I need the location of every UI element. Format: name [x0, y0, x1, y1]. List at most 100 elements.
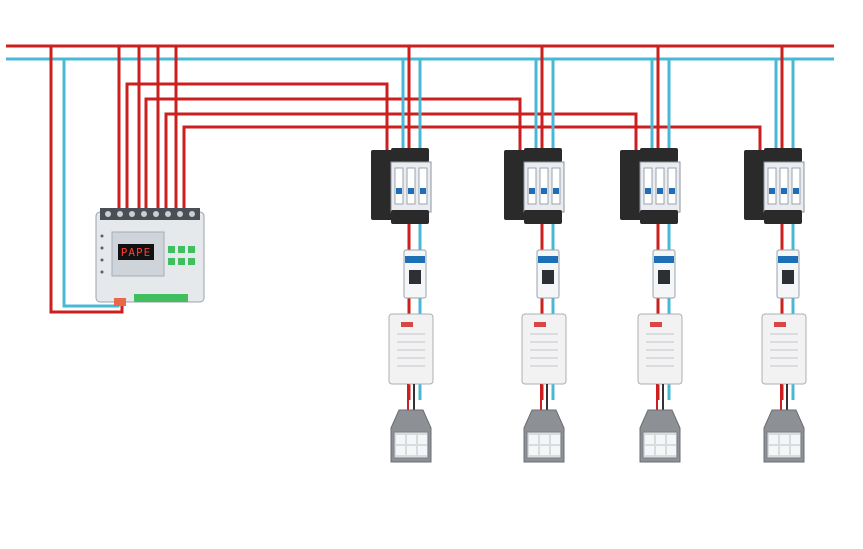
led-driver [521, 313, 567, 385]
lamp-led-cell [551, 446, 560, 455]
circuit-breaker [403, 249, 427, 299]
channel-4 [744, 46, 807, 463]
contactor-pole [406, 167, 416, 205]
contactor-pole [551, 167, 561, 205]
channel-3 [620, 46, 683, 463]
contactor-pole [767, 167, 777, 205]
lamp-led-cell [396, 446, 405, 455]
led-driver [388, 313, 434, 385]
contactor-bottom-cap [640, 210, 678, 224]
controller-display-text: PAPE [121, 246, 152, 259]
contactor-pole-marker [553, 188, 559, 194]
contactor-pole [779, 167, 789, 205]
contactor-bottom-cap [764, 210, 802, 224]
contactor-coil-block [371, 150, 393, 220]
lamp-led-cell [645, 446, 654, 455]
contactor-top-cap [391, 148, 429, 162]
led-lamp [639, 409, 681, 463]
channels [371, 46, 807, 463]
contactor-coil-block [744, 150, 766, 220]
bus-lines [6, 44, 834, 61]
contactor [371, 148, 432, 224]
lamp-led-cell [667, 446, 676, 455]
breaker-label [778, 256, 798, 263]
lamp-led-cell [791, 435, 800, 444]
breaker-toggle [658, 270, 670, 284]
circuit-breaker [776, 249, 800, 299]
contactor-pole [394, 167, 404, 205]
lamp-led-cell [551, 435, 560, 444]
controller-top-terminals [100, 208, 200, 220]
contactor-pole [667, 167, 677, 205]
circuit-breaker [652, 249, 676, 299]
lamp-led-cell [418, 435, 427, 444]
led-lamp [390, 409, 432, 463]
control-wire-1 [125, 82, 389, 210]
lamp-led-cell [780, 446, 789, 455]
contactor-pole-marker [769, 188, 775, 194]
contactor-top-cap [640, 148, 678, 162]
control-wires [125, 82, 762, 210]
breaker-label [405, 256, 425, 263]
lamp-led-cell [540, 446, 549, 455]
lamp-led-cell [769, 446, 778, 455]
controller-power-terminal [114, 298, 126, 306]
control-wire-2 [144, 97, 522, 210]
contactor-pole [643, 167, 653, 205]
channel-2 [504, 46, 567, 463]
breaker-toggle [409, 270, 421, 284]
lamp-led-cell [529, 435, 538, 444]
lamp-led-cell [656, 435, 665, 444]
contactor-pole [791, 167, 801, 205]
circuit-breaker [536, 249, 560, 299]
lamp-led-cell [407, 446, 416, 455]
lamp-led-cell [780, 435, 789, 444]
contactor-bottom-cap [524, 210, 562, 224]
contactor [504, 148, 565, 224]
contactor-coil-block [504, 150, 526, 220]
contactor-pole [655, 167, 665, 205]
controller-live-feed [49, 46, 124, 314]
contactor-pole [418, 167, 428, 205]
lamp-led-cell [407, 435, 416, 444]
contactor-pole [527, 167, 537, 205]
breaker-label [538, 256, 558, 263]
driver-brand-mark [534, 322, 546, 327]
contactor-pole-marker [657, 188, 663, 194]
led-lamp [763, 409, 805, 463]
contactor-top-cap [524, 148, 562, 162]
controller-side-dots [100, 234, 104, 274]
controller-display [118, 244, 154, 260]
controller-terminal-screws [105, 211, 195, 217]
contactor-pole-marker [669, 188, 675, 194]
lamp-led-cell [529, 446, 538, 455]
lamp-led-cell [418, 446, 427, 455]
contactor [620, 148, 681, 224]
led-driver [637, 313, 683, 385]
contactor-pole-marker [645, 188, 651, 194]
driver-brand-mark [774, 322, 786, 327]
contactor-pole-marker [420, 188, 426, 194]
lamp-led-cell [791, 446, 800, 455]
control-wire-3 [164, 112, 638, 210]
contactor-pole-marker [529, 188, 535, 194]
contactor-pole-marker [396, 188, 402, 194]
contactor-top-cap [764, 148, 802, 162]
led-driver [761, 313, 807, 385]
controller-bus-drops [117, 46, 178, 210]
lamp-led-cell [645, 435, 654, 444]
channel-1 [371, 46, 434, 463]
contactor-coil-block [620, 150, 642, 220]
controller-status-leds [168, 246, 195, 265]
lamp-led-cell [396, 435, 405, 444]
contactor-bottom-cap [391, 210, 429, 224]
contactor-pole-marker [408, 188, 414, 194]
breaker-toggle [782, 270, 794, 284]
breaker-toggle [542, 270, 554, 284]
lamp-led-cell [540, 435, 549, 444]
driver-brand-mark [650, 322, 662, 327]
contactor [744, 148, 805, 224]
driver-brand-mark [401, 322, 413, 327]
contactor-pole-marker [541, 188, 547, 194]
